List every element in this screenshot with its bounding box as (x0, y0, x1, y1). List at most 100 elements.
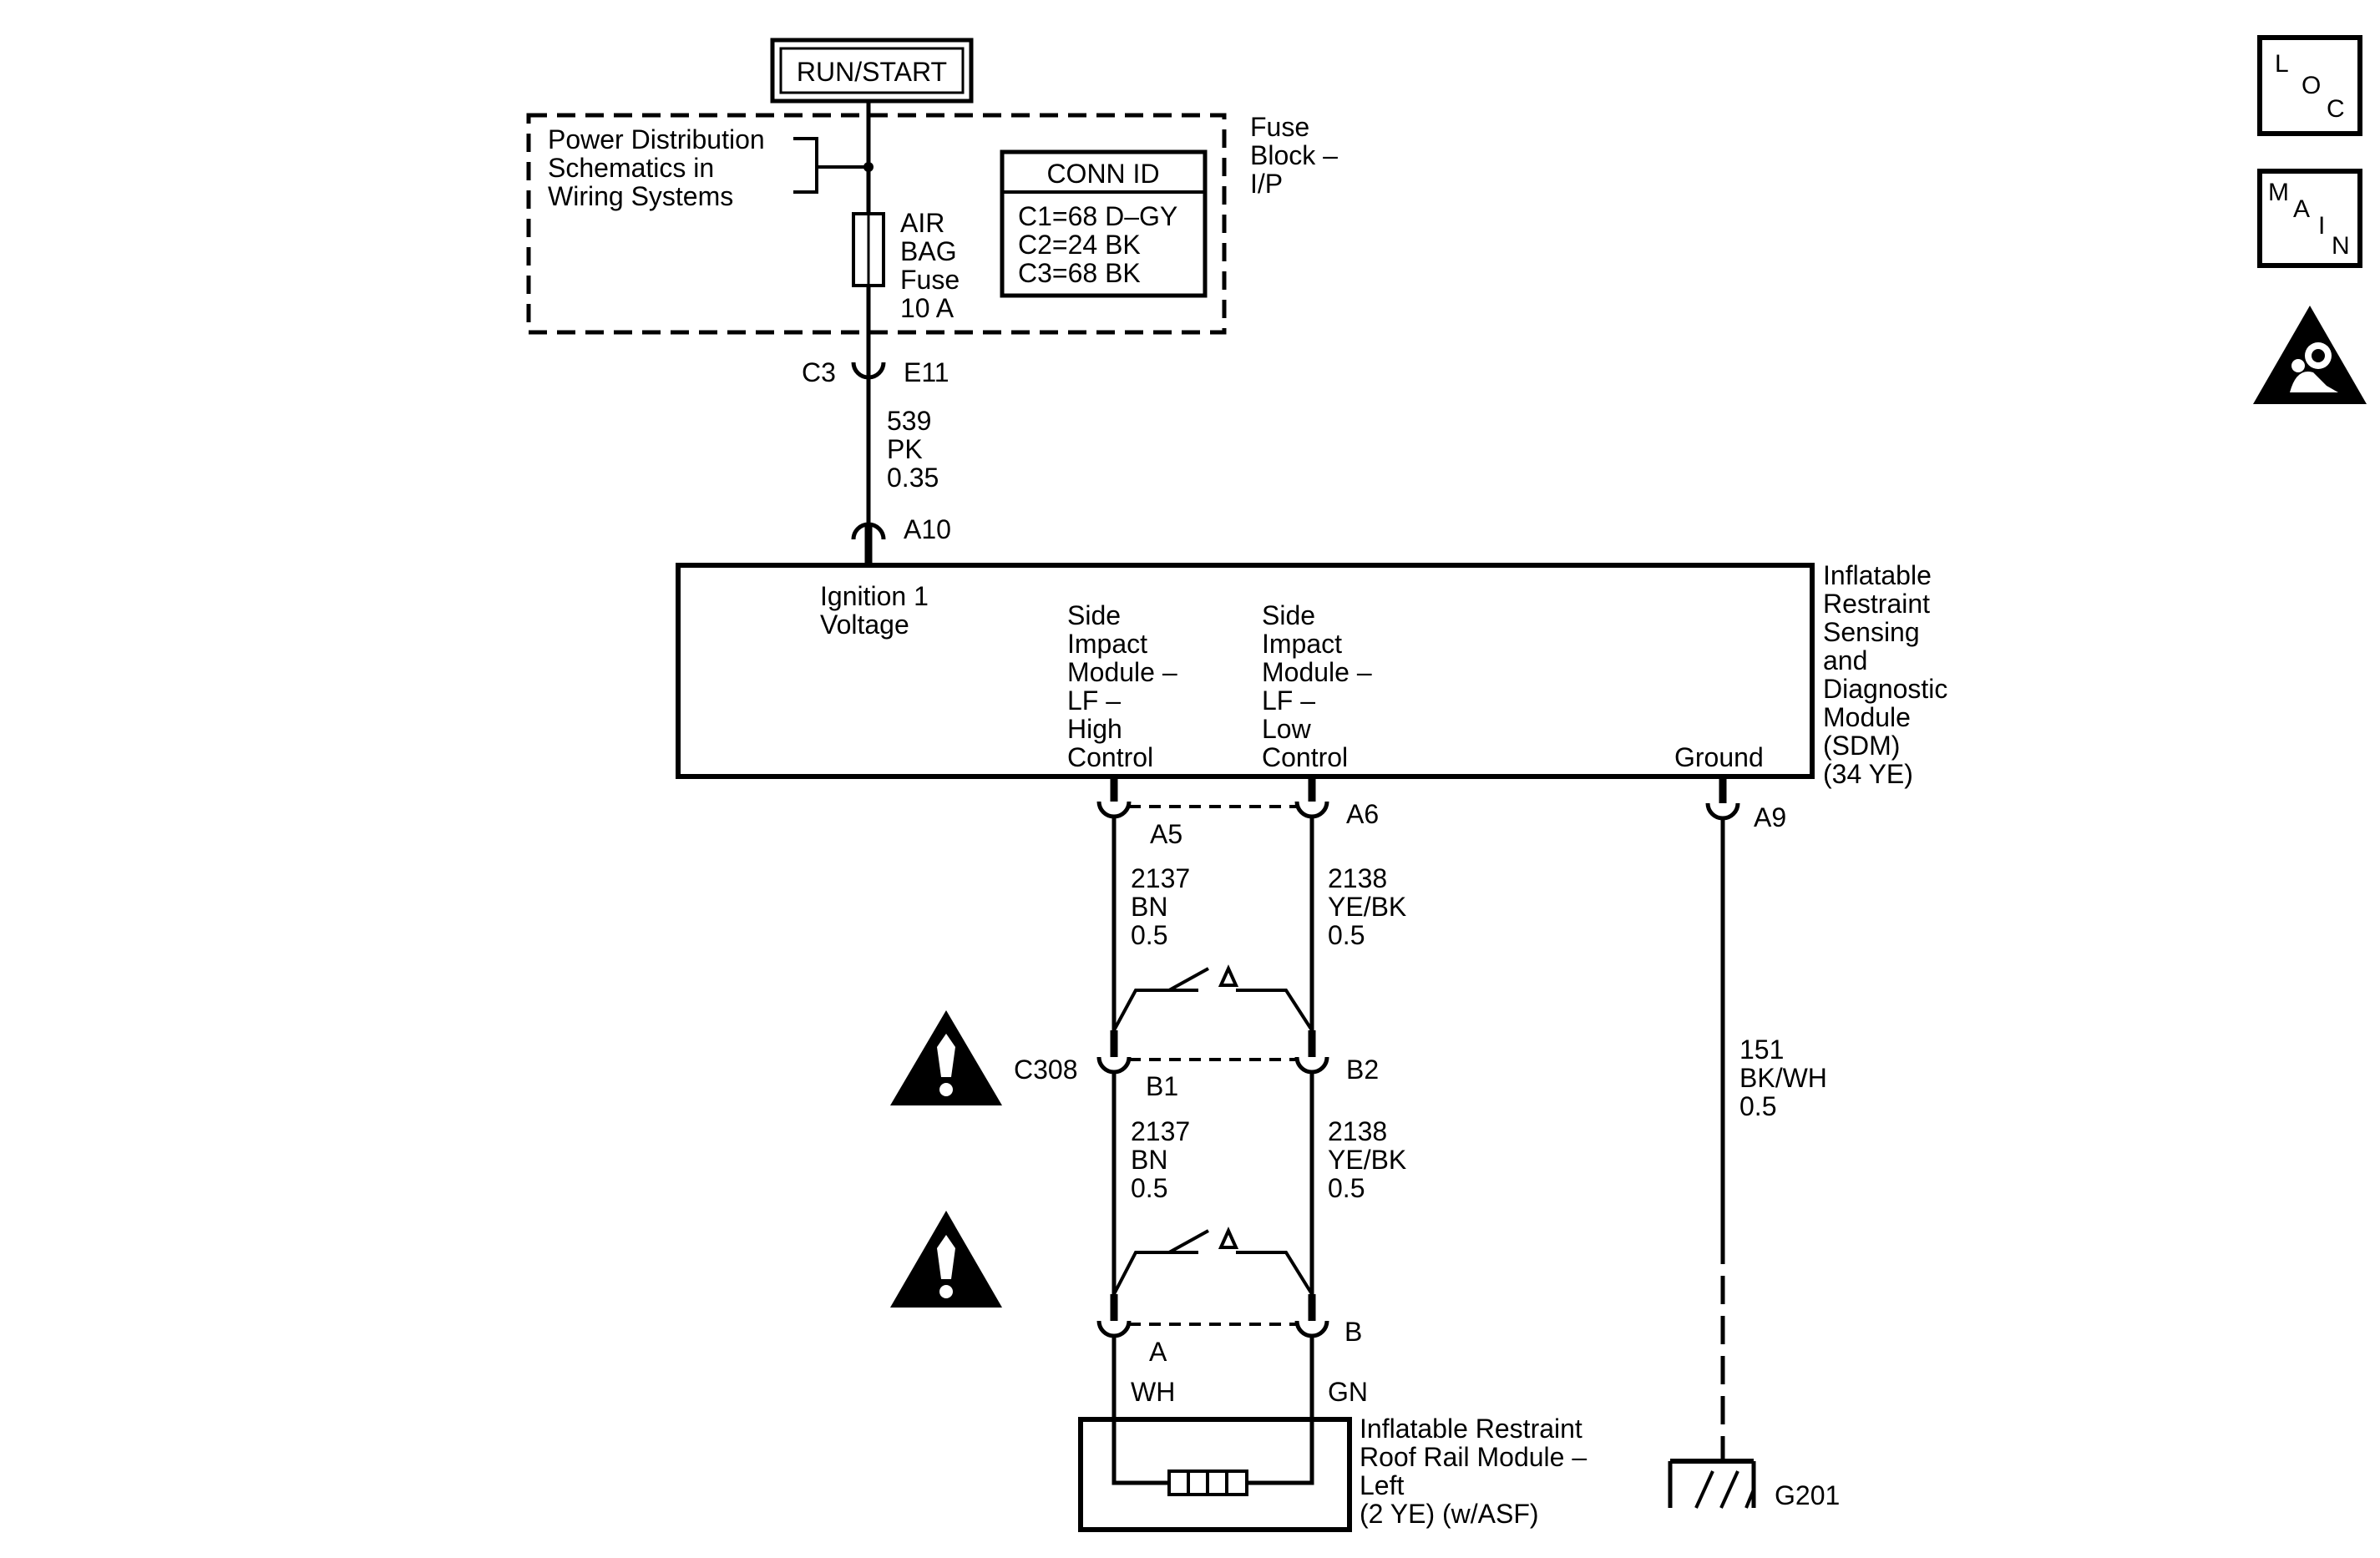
svg-text:BN: BN (1131, 892, 1167, 922)
svg-text:2138: 2138 (1328, 1116, 1387, 1146)
wire-2137-lower-label: 2137 BN 0.5 (1131, 1116, 1190, 1203)
sdm-low-control-label: Side Impact Module – LF – Low Control (1262, 600, 1372, 772)
svg-text:BAG: BAG (900, 236, 957, 266)
loc-button[interactable]: L O C (2257, 35, 2362, 136)
power-dist-line-3: Wiring Systems (548, 181, 733, 211)
svg-text:Control: Control (1262, 742, 1348, 772)
connector-a6-label: A6 (1346, 799, 1379, 829)
connector-c3-label: C3 (802, 357, 836, 387)
fuse-block-label: Fuse Block – I/P (1250, 112, 1338, 199)
caution-triangle-icon (890, 1010, 1002, 1105)
wire-2138-lower-label: 2138 YE/BK 0.5 (1328, 1116, 1406, 1203)
fuse-label: AIR BAG Fuse 10 A (900, 208, 960, 323)
main-button[interactable]: M A I N (2257, 169, 2362, 268)
connector-a10-label: A10 (904, 514, 951, 544)
loc-letter-c: C (2327, 95, 2345, 123)
svg-text:Impact: Impact (1067, 629, 1147, 659)
svg-text:Inflatable Restraint: Inflatable Restraint (1360, 1414, 1582, 1444)
svg-text:Sensing: Sensing (1823, 617, 1920, 647)
svg-text:Ignition 1: Ignition 1 (820, 581, 929, 611)
svg-text:Block –: Block – (1250, 140, 1338, 170)
svg-text:Diagnostic: Diagnostic (1823, 674, 1947, 704)
svg-text:YE/BK: YE/BK (1328, 892, 1406, 922)
power-distribution-ref: Power Distribution Schematics in Wiring … (548, 124, 874, 211)
svg-text:Module –: Module – (1262, 657, 1372, 687)
svg-text:0.5: 0.5 (1328, 920, 1365, 950)
svg-text:BN: BN (1131, 1145, 1167, 1175)
svg-text:BK/WH: BK/WH (1739, 1063, 1827, 1093)
conn-id-row-2: C2=24 BK (1018, 230, 1141, 260)
power-dist-line-2: Schematics in (548, 153, 714, 183)
connector-b-label: B (1344, 1317, 1362, 1347)
svg-text:High: High (1067, 714, 1122, 744)
roof-rail-module-name: Inflatable Restraint Roof Rail Module – … (1360, 1414, 1587, 1529)
run-start-label: RUN/START (797, 57, 947, 87)
wire-wh-label: WH (1131, 1377, 1175, 1407)
connector-a-b: A B (1096, 1294, 1362, 1367)
svg-text:Side: Side (1067, 600, 1121, 630)
svg-text:Fuse: Fuse (900, 265, 960, 295)
svg-text:Restraint: Restraint (1823, 589, 1930, 619)
connector-a5-a6: A5 A6 (1096, 776, 1379, 849)
conn-id-row-3: C3=68 BK (1018, 258, 1141, 288)
loc-letter-o: O (2302, 72, 2321, 99)
svg-text:0.5: 0.5 (1131, 920, 1167, 950)
svg-text:10 A: 10 A (900, 293, 955, 323)
svg-text:(2 YE) (w/ASF): (2 YE) (w/ASF) (1360, 1499, 1539, 1529)
conn-id-box: CONN ID C1=68 D–GY C2=24 BK C3=68 BK (1000, 149, 1208, 298)
svg-text:Low: Low (1262, 714, 1312, 744)
airbag-warning-icon[interactable] (2253, 306, 2367, 404)
main-letter-a: A (2293, 195, 2310, 223)
svg-text:Fuse: Fuse (1250, 112, 1309, 142)
svg-text:151: 151 (1739, 1034, 1784, 1065)
svg-text:Inflatable: Inflatable (1823, 560, 1932, 590)
connector-b1-label: B1 (1146, 1071, 1178, 1101)
main-letter-n: N (2332, 232, 2350, 260)
connector-a9-label: A9 (1754, 802, 1786, 832)
loc-letter-l: L (2275, 50, 2289, 78)
sdm-module-name: Inflatable Restraint Sensing and Diagnos… (1823, 560, 1947, 789)
svg-text:Control: Control (1067, 742, 1153, 772)
svg-text:Module –: Module – (1067, 657, 1177, 687)
svg-text:I/P: I/P (1250, 169, 1283, 199)
wire-539-label: 539 PK 0.35 (887, 406, 939, 493)
fuse-block-enclosure (526, 113, 1227, 335)
sdm-ignition-label: Ignition 1 Voltage (820, 581, 929, 640)
svg-text:(34 YE): (34 YE) (1823, 759, 1913, 789)
svg-text:Side: Side (1262, 600, 1315, 630)
shorting-bar-upper (1112, 964, 1314, 1032)
shorting-bar-lower (1112, 1227, 1314, 1296)
connector-c3-e11: C3 E11 (802, 351, 949, 387)
svg-text:2137: 2137 (1131, 863, 1190, 893)
svg-text:YE/BK: YE/BK (1328, 1145, 1406, 1175)
svg-text:PK: PK (887, 434, 923, 464)
roof-rail-module (1078, 1417, 1352, 1532)
svg-text:Roof Rail Module –: Roof Rail Module – (1360, 1442, 1587, 1472)
caution-triangle-icon (890, 1211, 1002, 1308)
sdm-high-control-label: Side Impact Module – LF – High Control (1067, 600, 1177, 772)
wire-2138-upper-label: 2138 YE/BK 0.5 (1328, 863, 1406, 950)
conn-id-row-1: C1=68 D–GY (1018, 201, 1177, 231)
sdm-ground-label: Ground (1674, 742, 1764, 772)
connector-e11-label: E11 (904, 357, 949, 387)
wire-gn-label: GN (1328, 1377, 1368, 1407)
connector-a9: A9 (1705, 776, 1786, 832)
svg-text:Voltage: Voltage (820, 610, 909, 640)
svg-text:Impact: Impact (1262, 629, 1342, 659)
svg-text:AIR: AIR (900, 208, 944, 238)
svg-text:LF –: LF – (1067, 685, 1121, 716)
connector-c308-label: C308 (1014, 1055, 1078, 1085)
ground-g201-icon (1668, 1459, 1756, 1509)
connector-b2-label: B2 (1346, 1055, 1379, 1085)
power-dist-line-1: Power Distribution (548, 124, 765, 154)
run-start-box: RUN/START (770, 38, 974, 104)
svg-text:0.5: 0.5 (1739, 1091, 1776, 1121)
connector-a-label: A (1149, 1337, 1167, 1367)
connector-a5-label: A5 (1150, 819, 1182, 849)
svg-text:LF –: LF – (1262, 685, 1315, 716)
svg-text:0.5: 0.5 (1328, 1173, 1365, 1203)
svg-text:2138: 2138 (1328, 863, 1387, 893)
svg-text:Module: Module (1823, 702, 1911, 732)
svg-text:and: and (1823, 645, 1867, 675)
